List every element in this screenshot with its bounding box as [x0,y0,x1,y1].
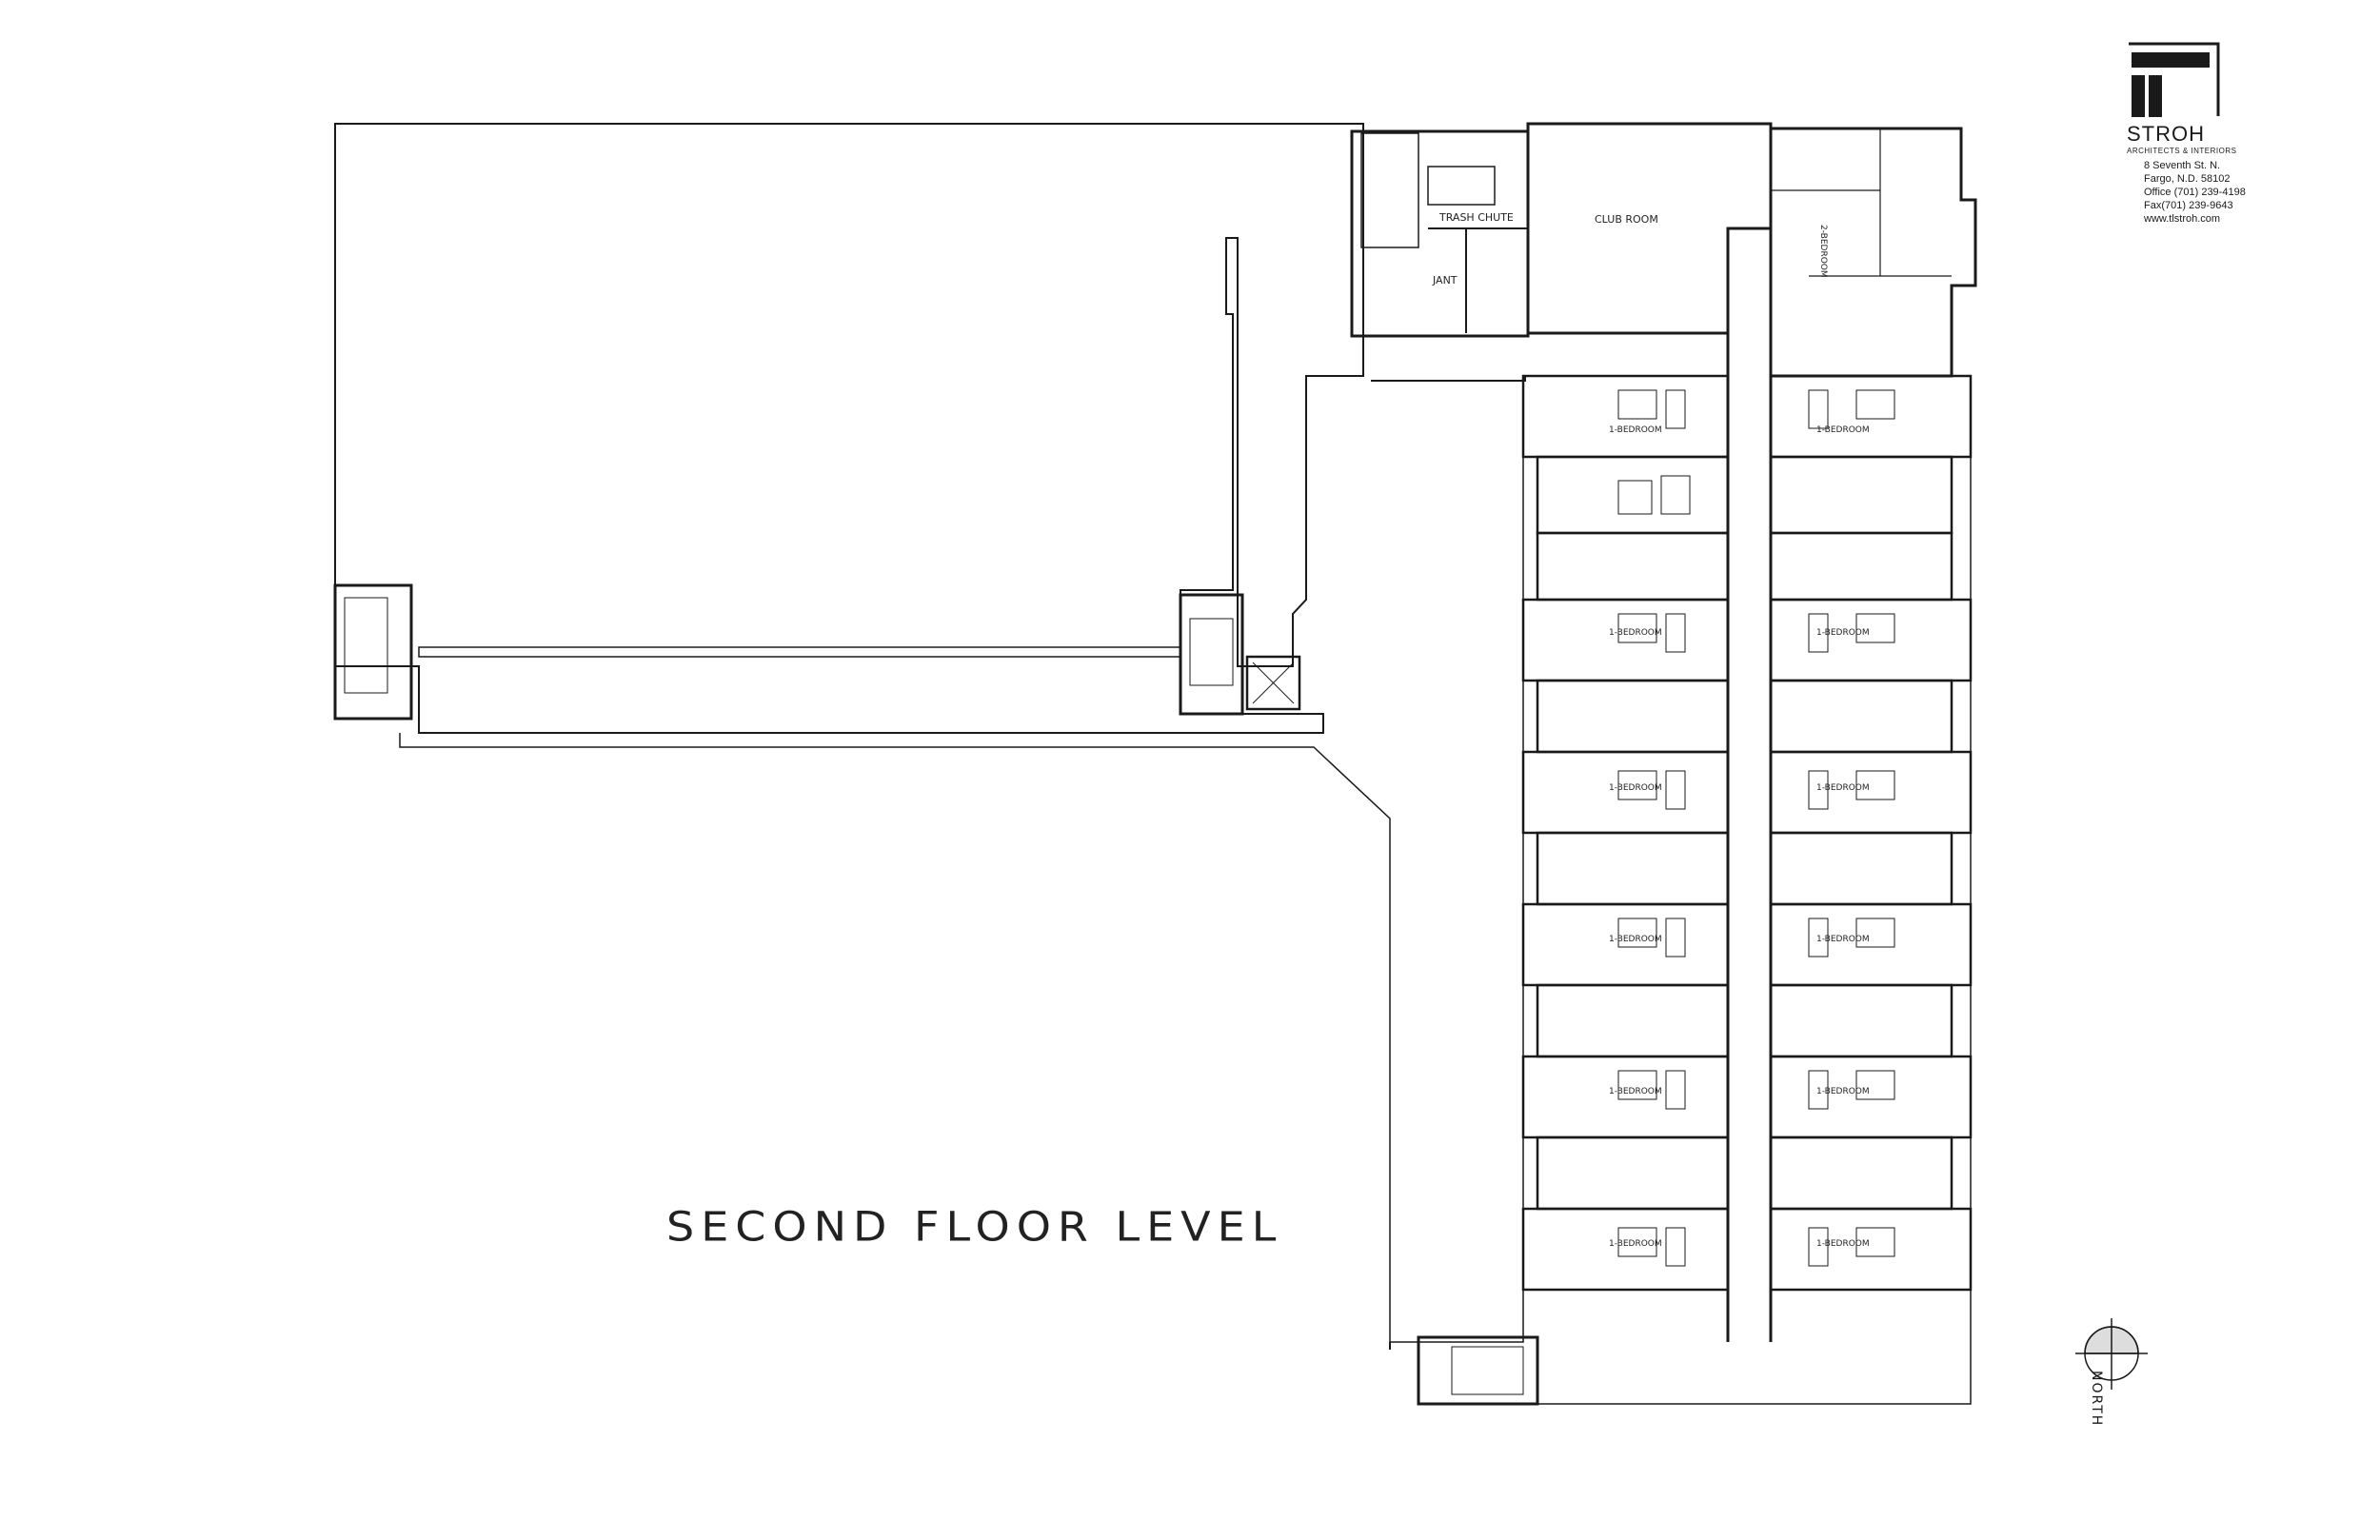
firm-name: STROH [2127,122,2205,146]
service-block [1350,129,1530,338]
unit-interior-details [1617,389,1895,1267]
firm-website: www.tlstroh.com [2144,213,2221,225]
firm-address-1: 8 Seventh St. N. [2144,160,2221,171]
unit-label-left-1: 1-BEDROOM [1609,425,1662,435]
firm-office-phone: Office (701) 239-4198 [2144,187,2246,198]
unit-label-right-6: 1-BEDROOM [1816,1239,1870,1249]
right-units [1769,374,1973,1292]
north-arrow [2075,1318,2148,1390]
unit-label-right-3: 1-BEDROOM [1816,783,1870,793]
club-room-walls [1526,122,1773,335]
wing-outline [1418,375,1972,1405]
room-label-club-room: CLUB ROOM [1595,213,1658,226]
unit-label-left-4: 1-BEDROOM [1609,935,1662,944]
unit-label-left-3: 1-BEDROOM [1609,783,1662,793]
firm-fax: Fax(701) 239-9643 [2144,200,2233,211]
unit-label-right-5: 1-BEDROOM [1816,1087,1870,1096]
stair-left [333,583,413,721]
elevator [1245,655,1301,711]
unit-label-left-6: 1-BEDROOM [1609,1239,1662,1249]
firm-address-2: Fargo, N.D. 58102 [2144,173,2231,185]
north-label: NORTH [2089,1371,2104,1428]
unit-label-right-4: 1-BEDROOM [1816,935,1870,944]
firm-subtitle: ARCHITECTS & INTERIORS [2127,147,2237,155]
corridor-band [418,646,1181,658]
drawing-title: SECOND FLOOR LEVEL [666,1203,1283,1251]
roof-outline-left [334,123,1364,734]
left-units [1521,374,1730,1292]
unit-label-left-5: 1-BEDROOM [1609,1087,1662,1096]
room-label-jant: JANT [1433,274,1458,286]
unit-label-right-1: 1-BEDROOM [1816,425,1870,435]
unit-label-left-2: 1-BEDROOM [1609,628,1662,638]
stair-bottom [1417,1335,1539,1406]
unit-label-2-bedroom: 2-BEDROOM [1818,225,1828,278]
room-label-trash-chute: TRASH CHUTE [1439,211,1514,224]
roof-outline-lower [399,733,1418,1343]
unit-2-bedroom [1769,127,1977,378]
unit-label-right-2: 1-BEDROOM [1816,628,1870,638]
stair-top [1360,132,1419,248]
firm-logo [2129,42,2220,117]
stair-middle [1179,593,1244,716]
